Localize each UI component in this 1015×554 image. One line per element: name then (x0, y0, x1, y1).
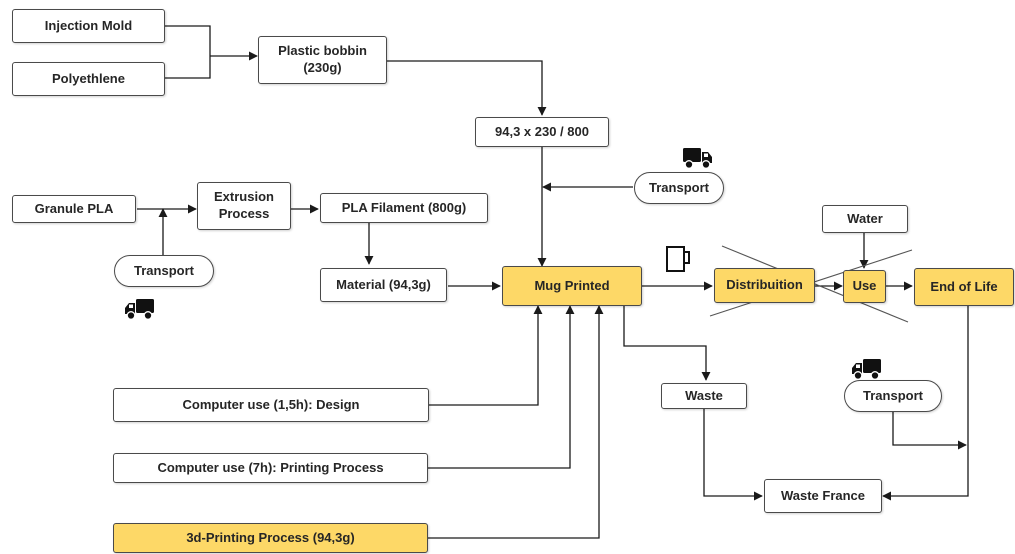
node-polyethlene: Polyethlene (12, 62, 165, 96)
connector-waste-to-waste-france (703, 408, 763, 501)
node-end-of-life: End of Life (914, 268, 1014, 306)
node-plastic-bobbin: Plastic bobbin (230g) (258, 36, 387, 84)
node-computer-printing: Computer use (7h): Printing Process (113, 453, 428, 483)
node-granule-pla: Granule PLA (12, 195, 136, 223)
node-waste: Waste (661, 383, 747, 409)
node-3d-printing: 3d-Printing Process (94,3g) (113, 523, 428, 553)
connector-injection-mold-to-bobbin (165, 25, 211, 56)
cup-icon (666, 246, 690, 272)
node-distribution: Distribuition (714, 268, 815, 303)
connector-mug-to-waste (623, 306, 711, 381)
node-transport-left: Transport (114, 255, 214, 287)
node-mug-printed: Mug Printed (502, 266, 642, 306)
truck-icon (683, 148, 712, 169)
truck-icon (125, 299, 154, 320)
truck-icon (852, 359, 881, 380)
node-computer-design: Computer use (1,5h): Design (113, 388, 429, 422)
connector-transport-right-to-line (892, 412, 967, 450)
node-extrusion-process: Extrusion Process (197, 182, 291, 230)
node-material: Material (94,3g) (320, 268, 447, 302)
node-waste-france: Waste France (764, 479, 882, 513)
connector-3d-printing-to-mug (428, 305, 604, 539)
connector-polyethlene-to-bobbin (165, 56, 211, 79)
connector-computer-printing-to-mug (428, 305, 575, 469)
connector-bobbin-to-formula (387, 60, 547, 116)
node-transport-right: Transport (844, 380, 942, 412)
node-injection-mold: Injection Mold (12, 9, 165, 43)
node-formula: 94,3 x 230 / 800 (475, 117, 609, 147)
node-transport-top: Transport (634, 172, 724, 204)
node-water: Water (822, 205, 908, 233)
node-pla-filament: PLA Filament (800g) (320, 193, 488, 223)
node-use: Use (843, 270, 886, 303)
connector-computer-design-to-mug (429, 305, 543, 406)
